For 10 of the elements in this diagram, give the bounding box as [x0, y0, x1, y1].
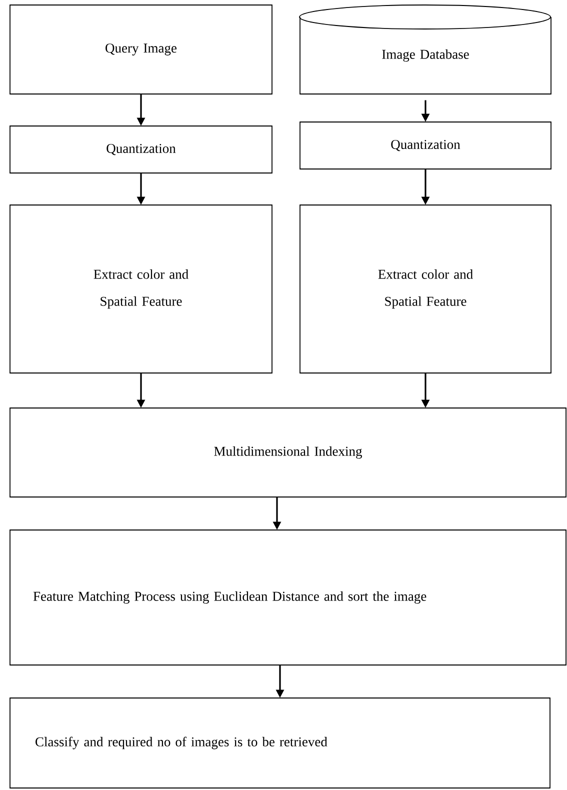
process-box: Query Image: [10, 4, 272, 94]
process-box: Multidimensional Indexing: [10, 408, 566, 498]
process-box: Quantization: [300, 122, 552, 170]
process-box: Extract color and Spatial Feature: [300, 204, 552, 374]
process-box: Feature Matching Process using Euclidean Distance and sort the image: [10, 530, 566, 666]
process-box: Classify and required no of images is to be retrieved: [10, 698, 550, 788]
process-box: Extract color and Spatial Feature: [10, 204, 272, 374]
process-box: Quantization: [10, 126, 272, 174]
database-cylinder: Image Database: [299, 4, 552, 94]
node-label: Image Database: [382, 49, 469, 62]
